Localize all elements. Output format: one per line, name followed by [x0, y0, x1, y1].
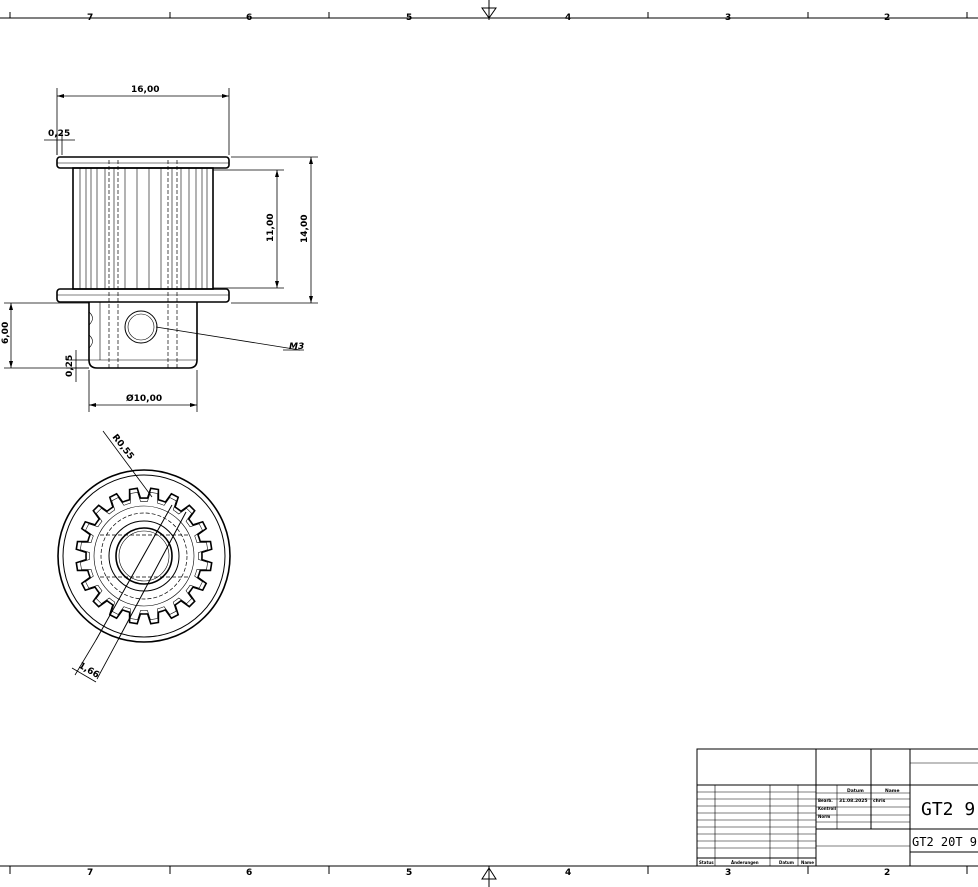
zone-labels-bottom: 7 6 5 4 3 2	[87, 868, 890, 878]
title-block-name-header: Name	[885, 788, 900, 794]
tooth-lines	[79, 168, 208, 289]
pulley-side-view	[56, 156, 230, 369]
zone-label: 5	[406, 868, 412, 878]
zone-label: 3	[725, 13, 731, 23]
zone-label: 3	[725, 868, 731, 878]
zone-label: 7	[87, 868, 93, 878]
zone-label: 4	[565, 868, 571, 878]
zone-label: 2	[884, 868, 890, 878]
gear-teeth	[75, 487, 213, 625]
drawing-title: GT2 9r	[921, 799, 978, 820]
title-block-kontroll: Kontroll	[818, 806, 837, 811]
dimension-label: 0,25	[65, 355, 75, 377]
dimension-label: 0,25	[48, 129, 70, 139]
title-block-footer-datum: Datum	[779, 860, 794, 865]
dimension-m3: M3	[155, 326, 304, 352]
dimension-14: 14,00	[231, 156, 318, 304]
pulley-front-view	[57, 469, 231, 643]
title-block-author: chris	[873, 798, 886, 804]
title-block-footer-aenderungen: Änderungen	[731, 860, 759, 865]
drawing-subtitle: GT2 20T 9	[912, 835, 977, 849]
zone-labels-top: 7 6 5 4 3 2	[87, 13, 890, 23]
center-mark-top	[481, 0, 497, 20]
title-block-norm: Norm	[818, 814, 830, 819]
zone-label: 4	[565, 13, 571, 23]
center-mark-bottom	[481, 866, 497, 887]
dimension-label: 11,00	[266, 214, 276, 242]
title-block-date: 31.08.2025	[839, 798, 867, 804]
revision-grid	[697, 785, 816, 866]
title-block-datum-header: Datum	[847, 788, 864, 794]
zone-label: 6	[246, 13, 252, 23]
title-block-footer-status: Status	[699, 860, 714, 865]
dimension-11: 11,00	[213, 169, 284, 289]
dimension-025-flange: 0,25	[44, 129, 75, 155]
gear-tooth-inner-profile	[80, 492, 208, 620]
dimension-r055: R0,55	[102, 430, 153, 498]
dimension-16: 16,00	[56, 85, 230, 155]
zone-label: 2	[884, 13, 890, 23]
zone-label: 5	[406, 13, 412, 23]
dimension-025-hub: 0,25	[65, 350, 89, 382]
dimension-diameter-10: Ø10,00	[88, 370, 198, 412]
title-block: Datum Name Bearb. Kontroll Norm 31.08.20…	[696, 748, 978, 867]
title-block-footer-name: Name	[801, 860, 814, 865]
dimension-label: 6,00	[1, 322, 11, 344]
title-block-bearb: Bearb.	[818, 798, 833, 803]
dimension-label: 14,00	[300, 215, 310, 243]
dimension-label: 16,00	[131, 85, 159, 95]
dimension-label: Ø10,00	[126, 393, 162, 404]
zone-label: 7	[87, 13, 93, 23]
dimension-label: M3	[289, 342, 304, 352]
dimension-166: 1,66	[71, 639, 119, 683]
zone-label: 6	[246, 868, 252, 878]
gear-tooth-profile	[75, 487, 213, 625]
